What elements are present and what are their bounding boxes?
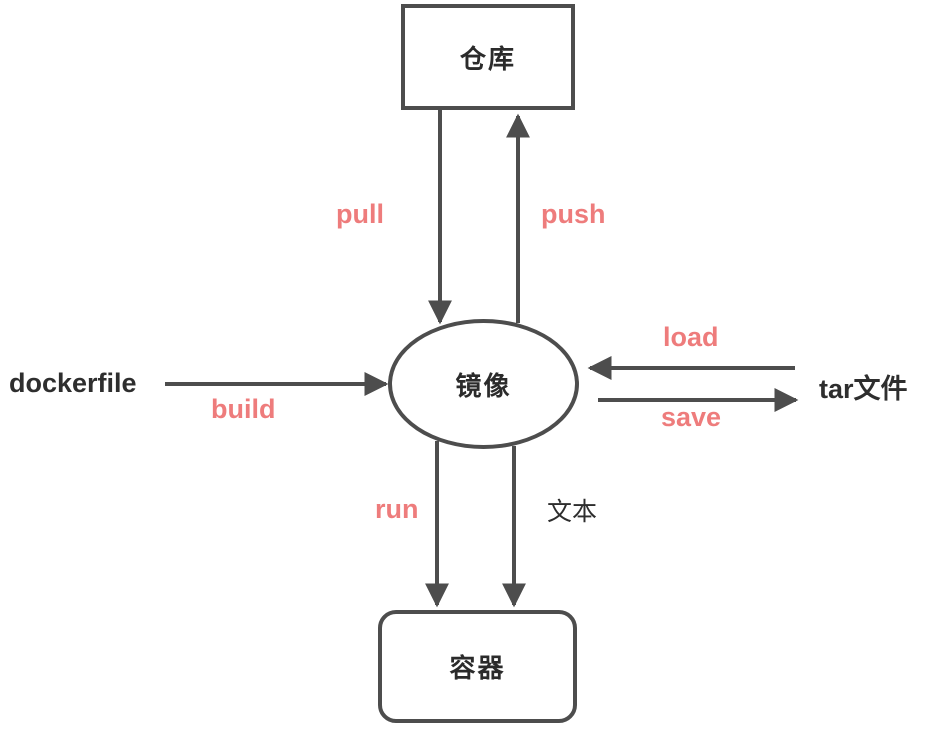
save-edge-label: save	[661, 402, 722, 432]
repository-node: 仓库	[401, 4, 575, 110]
repository-node-label: 仓库	[459, 43, 516, 74]
image-node: 镜像	[388, 319, 579, 449]
load-edge-label: load	[663, 322, 719, 352]
container-node: 容器	[378, 610, 577, 723]
push-edge-label: push	[541, 199, 606, 229]
dockerfile-label: dockerfile	[9, 368, 137, 398]
run-edge-label: run	[375, 494, 419, 524]
build-edge-label: build	[211, 394, 276, 424]
tarfile-label: tar文件	[819, 374, 908, 404]
container-node-label: 容器	[449, 653, 506, 683]
text-edge-label: 文本	[547, 498, 598, 526]
image-node-label: 镜像	[455, 370, 512, 401]
pull-edge-label: pull	[336, 199, 384, 229]
